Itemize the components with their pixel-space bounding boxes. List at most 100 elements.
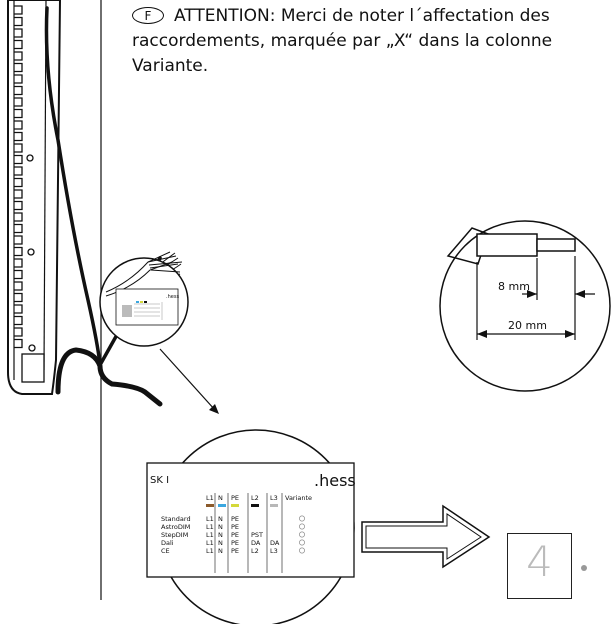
table-cell: N — [218, 531, 223, 539]
table-cell: N — [218, 547, 223, 555]
screw-icon — [27, 248, 35, 256]
step-dot — [581, 565, 587, 571]
terminal-tooth — [14, 51, 23, 61]
table-cell: L1 — [206, 531, 214, 539]
step-number-box: 4 — [507, 533, 572, 599]
terminal-tooth — [14, 62, 23, 73]
table-cell: L2 — [251, 547, 259, 555]
terminal-tooth — [14, 223, 23, 234]
terminal-tooth — [14, 28, 23, 38]
next-step-arrow-inner — [365, 513, 482, 560]
wire-color-swatch — [206, 504, 214, 507]
terminal-tooth — [14, 246, 23, 257]
terminal-tooth — [14, 269, 23, 280]
small-label-brand: .hess — [166, 294, 179, 300]
zoom-arrow — [159, 348, 216, 411]
table-row-label: Standard — [161, 515, 191, 523]
terminal-tooth — [14, 74, 23, 84]
table-cell: PST — [251, 531, 263, 539]
terminal-tooth — [14, 189, 23, 199]
table-cell: N — [218, 523, 223, 531]
terminal-tooth — [14, 258, 23, 268]
luminaire-housing — [7, 0, 62, 395]
small-cable-detail — [105, 251, 183, 297]
table-header: L2 — [251, 494, 259, 502]
table-header: N — [218, 494, 223, 502]
terminal-tooth — [14, 327, 23, 337]
dimension-outer: 20 mm — [508, 319, 547, 332]
cable-upper — [44, 6, 162, 371]
small-label-thumbnail: .hess — [115, 288, 179, 326]
variant-marker — [299, 515, 305, 522]
label-product: SK I — [150, 475, 169, 486]
terminal-teeth — [14, 5, 23, 349]
dimension-inner: 8 mm — [498, 280, 530, 293]
table-header: Variante — [285, 494, 312, 502]
attention-text: ATTENTION: Merci de noter l´affectation … — [132, 6, 553, 76]
terminal-tooth — [14, 5, 23, 15]
table-cell: L1 — [206, 539, 214, 547]
dim-arrowhead — [575, 290, 585, 298]
table-cell: PE — [231, 539, 239, 547]
language-badge: F — [132, 7, 164, 24]
table-header: L1 — [206, 494, 214, 502]
table-cell: N — [218, 515, 223, 523]
next-step-arrow — [361, 504, 491, 569]
cable-lower — [55, 347, 163, 407]
terminal-tooth — [14, 85, 23, 96]
dim-arrowhead — [527, 290, 537, 298]
table-row-label: Dali — [161, 539, 174, 547]
table-cell: PE — [231, 531, 239, 539]
terminal-tooth — [14, 120, 23, 130]
wire-detail-circle — [439, 220, 611, 392]
table-cell: DA — [251, 539, 261, 547]
terminal-tooth — [14, 235, 23, 245]
table-cell: N — [218, 539, 223, 547]
wire-color-swatch — [251, 504, 259, 507]
variant-marker — [299, 539, 305, 546]
table-cell: L3 — [270, 547, 278, 555]
screw-icon — [26, 154, 34, 162]
screw-icon — [28, 344, 36, 352]
dim-arrowhead — [477, 330, 487, 338]
table-row-label: StepDIM — [161, 531, 188, 539]
terminal-tooth — [14, 39, 23, 50]
table-cell: PE — [231, 515, 239, 523]
wire-color-swatch — [218, 504, 226, 507]
table-cell: L1 — [206, 547, 214, 555]
terminal-tooth — [14, 154, 23, 165]
wire-color-swatch — [270, 504, 278, 507]
zoom-arrowhead — [209, 404, 219, 414]
table-row-label: AstroDIM — [161, 523, 190, 531]
terminal-tooth — [14, 16, 23, 27]
terminal-tooth — [14, 131, 23, 142]
terminal-tooth — [14, 338, 23, 349]
step-number: 4 — [526, 537, 553, 586]
variant-marker — [299, 531, 305, 538]
terminal-tooth — [14, 108, 23, 119]
label-brand: .hess — [314, 471, 356, 490]
terminal-tooth — [14, 200, 23, 211]
variant-marker — [299, 523, 305, 530]
terminal-tooth — [14, 97, 23, 107]
table-cell: L1 — [206, 515, 214, 523]
wire-color-swatch — [231, 504, 239, 507]
terminal-tooth — [14, 143, 23, 153]
table-header: L3 — [270, 494, 278, 502]
variant-marker — [299, 547, 305, 554]
terminal-tooth — [14, 281, 23, 291]
table-cell: DA — [270, 539, 280, 547]
table-cell: PE — [231, 547, 239, 555]
terminal-tooth — [14, 304, 23, 314]
stripped-wire — [446, 227, 576, 265]
terminal-tooth — [14, 292, 23, 303]
terminal-tooth — [14, 315, 23, 326]
table-header: PE — [231, 494, 239, 502]
terminal-tooth — [14, 166, 23, 176]
terminal-tooth — [14, 212, 23, 222]
table-cell: PE — [231, 523, 239, 531]
